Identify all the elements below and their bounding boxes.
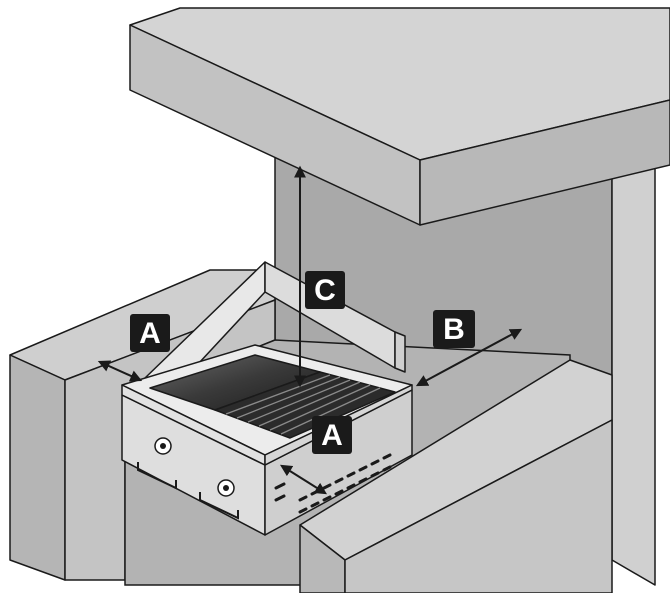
drawer-handles bbox=[137, 462, 239, 520]
dimension-arrow-a-left bbox=[97, 360, 143, 382]
label-a-front: A bbox=[312, 416, 352, 454]
label-c-text: C bbox=[314, 274, 336, 307]
control-knob-left bbox=[154, 437, 172, 455]
label-a-left-text: A bbox=[139, 317, 161, 350]
dimension-arrow-b bbox=[415, 328, 523, 387]
label-c: C bbox=[305, 271, 345, 309]
dimension-arrow-a-front bbox=[279, 464, 328, 495]
label-a-left: A bbox=[130, 314, 170, 352]
right-counter bbox=[299, 359, 613, 593]
label-b-text: B bbox=[443, 313, 465, 346]
label-b: B bbox=[433, 310, 475, 348]
label-a-front-text: A bbox=[321, 419, 343, 452]
grill-unit bbox=[121, 261, 413, 536]
control-knob-right bbox=[217, 479, 235, 497]
upper-shelf bbox=[129, 7, 670, 226]
grill-grate-bars bbox=[225, 374, 381, 435]
